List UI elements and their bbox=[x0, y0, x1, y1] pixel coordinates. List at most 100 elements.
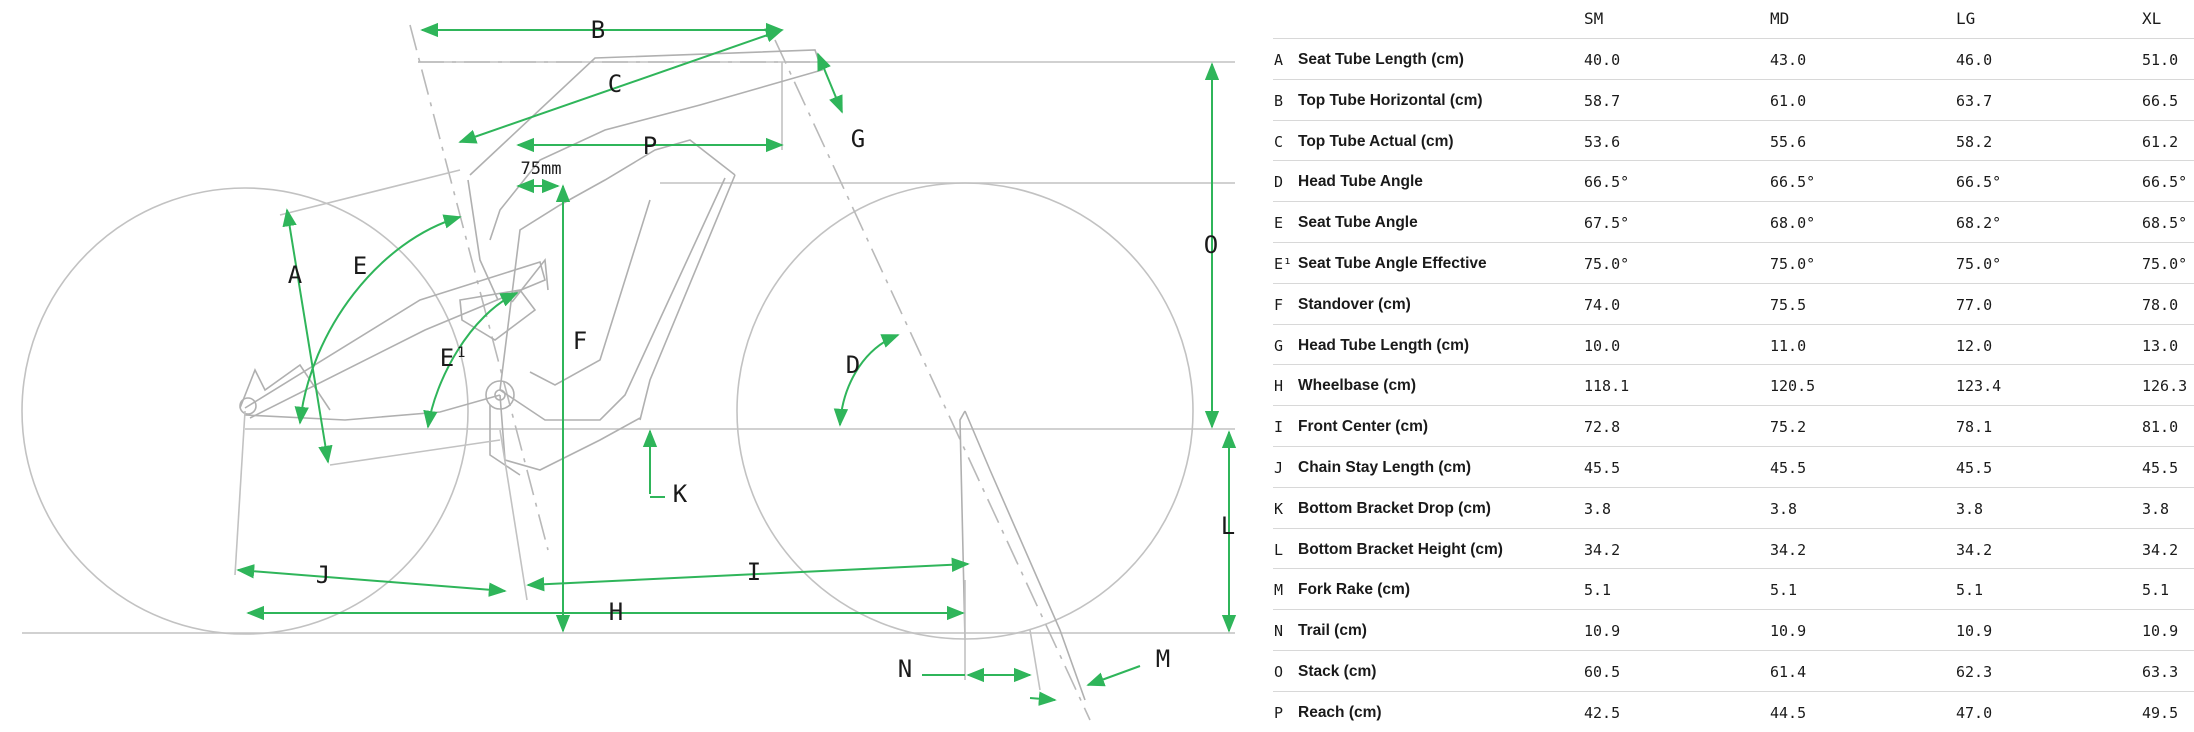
cell-sm: 40.0 bbox=[1584, 51, 1621, 69]
cell-xl: 68.5° bbox=[2142, 214, 2188, 233]
cell-xl: 49.5 bbox=[2142, 703, 2179, 722]
steering-axis bbox=[774, 39, 1091, 721]
row-measurement-name: Chain Stay Length (cm) bbox=[1298, 458, 1472, 476]
cell-lg: 34.2 bbox=[1956, 540, 1993, 559]
cell-xl: 63.3 bbox=[2142, 662, 2179, 681]
cell-sm: 118.1 bbox=[1584, 377, 1630, 396]
cell-lg: 45.5 bbox=[1956, 458, 1993, 477]
cell-lg: 58.2 bbox=[1956, 132, 1993, 151]
arrow-d bbox=[833, 334, 900, 427]
row-letter: O bbox=[1274, 662, 1284, 681]
cell-lg: 123.4 bbox=[1956, 377, 2002, 396]
row-letter: N bbox=[1274, 622, 1284, 641]
cell-lg: 75.0° bbox=[1956, 254, 2002, 273]
label-l: L bbox=[1221, 512, 1235, 540]
arrow-i bbox=[526, 557, 970, 592]
cell-lg: 66.5° bbox=[1956, 173, 2002, 192]
label-f: F bbox=[573, 327, 587, 355]
row-letter: M bbox=[1274, 581, 1284, 600]
cell-md: 43.0 bbox=[1770, 51, 1807, 69]
row-measurement-name: Trail (cm) bbox=[1298, 622, 1367, 640]
size-header-lg: LG bbox=[1956, 9, 1976, 28]
cell-md: 61.4 bbox=[1770, 662, 1807, 681]
cell-xl: 66.5° bbox=[2142, 173, 2188, 192]
label-75mm: 75mm bbox=[521, 159, 562, 179]
label-n: N bbox=[898, 655, 912, 683]
row-letter: F bbox=[1274, 295, 1284, 314]
cell-xl: 81.0 bbox=[2142, 418, 2179, 437]
label-k: K bbox=[673, 480, 688, 508]
cell-xl: 66.5 bbox=[2142, 91, 2179, 110]
cell-md: 11.0 bbox=[1770, 336, 1807, 355]
size-header-sm: SM bbox=[1584, 9, 1604, 28]
bike-geometry-diagram: B C P 75mm G O L F H I J A E E 1 D K N M bbox=[21, 16, 1237, 721]
cell-lg: 63.7 bbox=[1956, 91, 1993, 110]
cell-sm: 10.9 bbox=[1584, 622, 1621, 641]
cell-md: 75.0° bbox=[1770, 254, 1816, 273]
row-measurement-name: Seat Tube Length (cm) bbox=[1298, 51, 1464, 68]
label-a: A bbox=[288, 261, 303, 289]
cell-sm: 42.5 bbox=[1584, 703, 1621, 722]
row-letter: I bbox=[1274, 418, 1284, 437]
cell-sm: 34.2 bbox=[1584, 540, 1621, 559]
cell-md: 10.9 bbox=[1770, 622, 1807, 641]
cell-xl: 3.8 bbox=[2142, 499, 2170, 518]
arrow-e bbox=[294, 214, 462, 425]
arrow-e1 bbox=[423, 292, 519, 429]
cell-lg: 46.0 bbox=[1956, 51, 1993, 69]
cell-sm: 60.5 bbox=[1584, 662, 1621, 681]
cell-lg: 77.0 bbox=[1956, 295, 1993, 314]
cell-sm: 66.5° bbox=[1584, 173, 1630, 192]
cell-lg: 62.3 bbox=[1956, 662, 1993, 681]
cell-lg: 68.2° bbox=[1956, 214, 2002, 233]
cell-xl: 10.9 bbox=[2142, 622, 2179, 641]
label-b: B bbox=[591, 16, 605, 44]
cell-sm: 58.7 bbox=[1584, 91, 1621, 110]
row-letter: A bbox=[1274, 51, 1284, 69]
cell-xl: 78.0 bbox=[2142, 295, 2179, 314]
row-measurement-name: Seat Tube Angle Effective bbox=[1298, 254, 1487, 272]
cell-md: 68.0° bbox=[1770, 214, 1816, 233]
row-measurement-name: Top Tube Actual (cm) bbox=[1298, 132, 1454, 150]
cell-md: 75.5 bbox=[1770, 295, 1807, 314]
measurement-arrows bbox=[236, 22, 1237, 706]
cell-sm: 74.0 bbox=[1584, 295, 1621, 314]
cell-sm: 45.5 bbox=[1584, 458, 1621, 477]
row-measurement-name: Front Center (cm) bbox=[1298, 418, 1429, 436]
row-measurement-name: Wheelbase (cm) bbox=[1298, 377, 1417, 395]
label-c: C bbox=[608, 70, 622, 98]
label-m: M bbox=[1156, 645, 1170, 673]
cell-md: 75.2 bbox=[1770, 418, 1807, 437]
cell-xl: 5.1 bbox=[2142, 581, 2170, 600]
cell-md: 44.5 bbox=[1770, 703, 1807, 722]
row-measurement-name: Bottom Bracket Drop (cm) bbox=[1298, 499, 1491, 517]
bike-frame-outline bbox=[21, 24, 1235, 721]
cell-md: 45.5 bbox=[1770, 458, 1807, 477]
size-header-xl: XL bbox=[2142, 9, 2162, 28]
row-letter: G bbox=[1274, 336, 1284, 355]
cell-xl: 34.2 bbox=[2142, 540, 2179, 559]
measurement-labels: B C P 75mm G O L F H I J A E E 1 D K N M bbox=[288, 16, 1235, 683]
row-letter: D bbox=[1274, 173, 1284, 192]
row-letter: K bbox=[1274, 499, 1284, 518]
cell-lg: 3.8 bbox=[1956, 499, 1984, 518]
cell-md: 66.5° bbox=[1770, 173, 1816, 192]
cell-xl: 13.0 bbox=[2142, 336, 2179, 355]
cell-sm: 3.8 bbox=[1584, 499, 1612, 518]
row-letter: B bbox=[1274, 91, 1284, 110]
row-letter: E¹ bbox=[1274, 254, 1293, 273]
row-measurement-name: Head Tube Length (cm) bbox=[1298, 336, 1470, 354]
table-header: SM MD LG XL bbox=[1273, 0, 2194, 38]
table-row: K Bottom Bracket Drop (cm) 3.8 3.8 3.8 3.8 bbox=[1273, 486, 2194, 528]
cell-md: 3.8 bbox=[1770, 499, 1798, 518]
cell-sm: 53.6 bbox=[1584, 132, 1621, 151]
row-measurement-name: Seat Tube Angle bbox=[1298, 214, 1418, 232]
